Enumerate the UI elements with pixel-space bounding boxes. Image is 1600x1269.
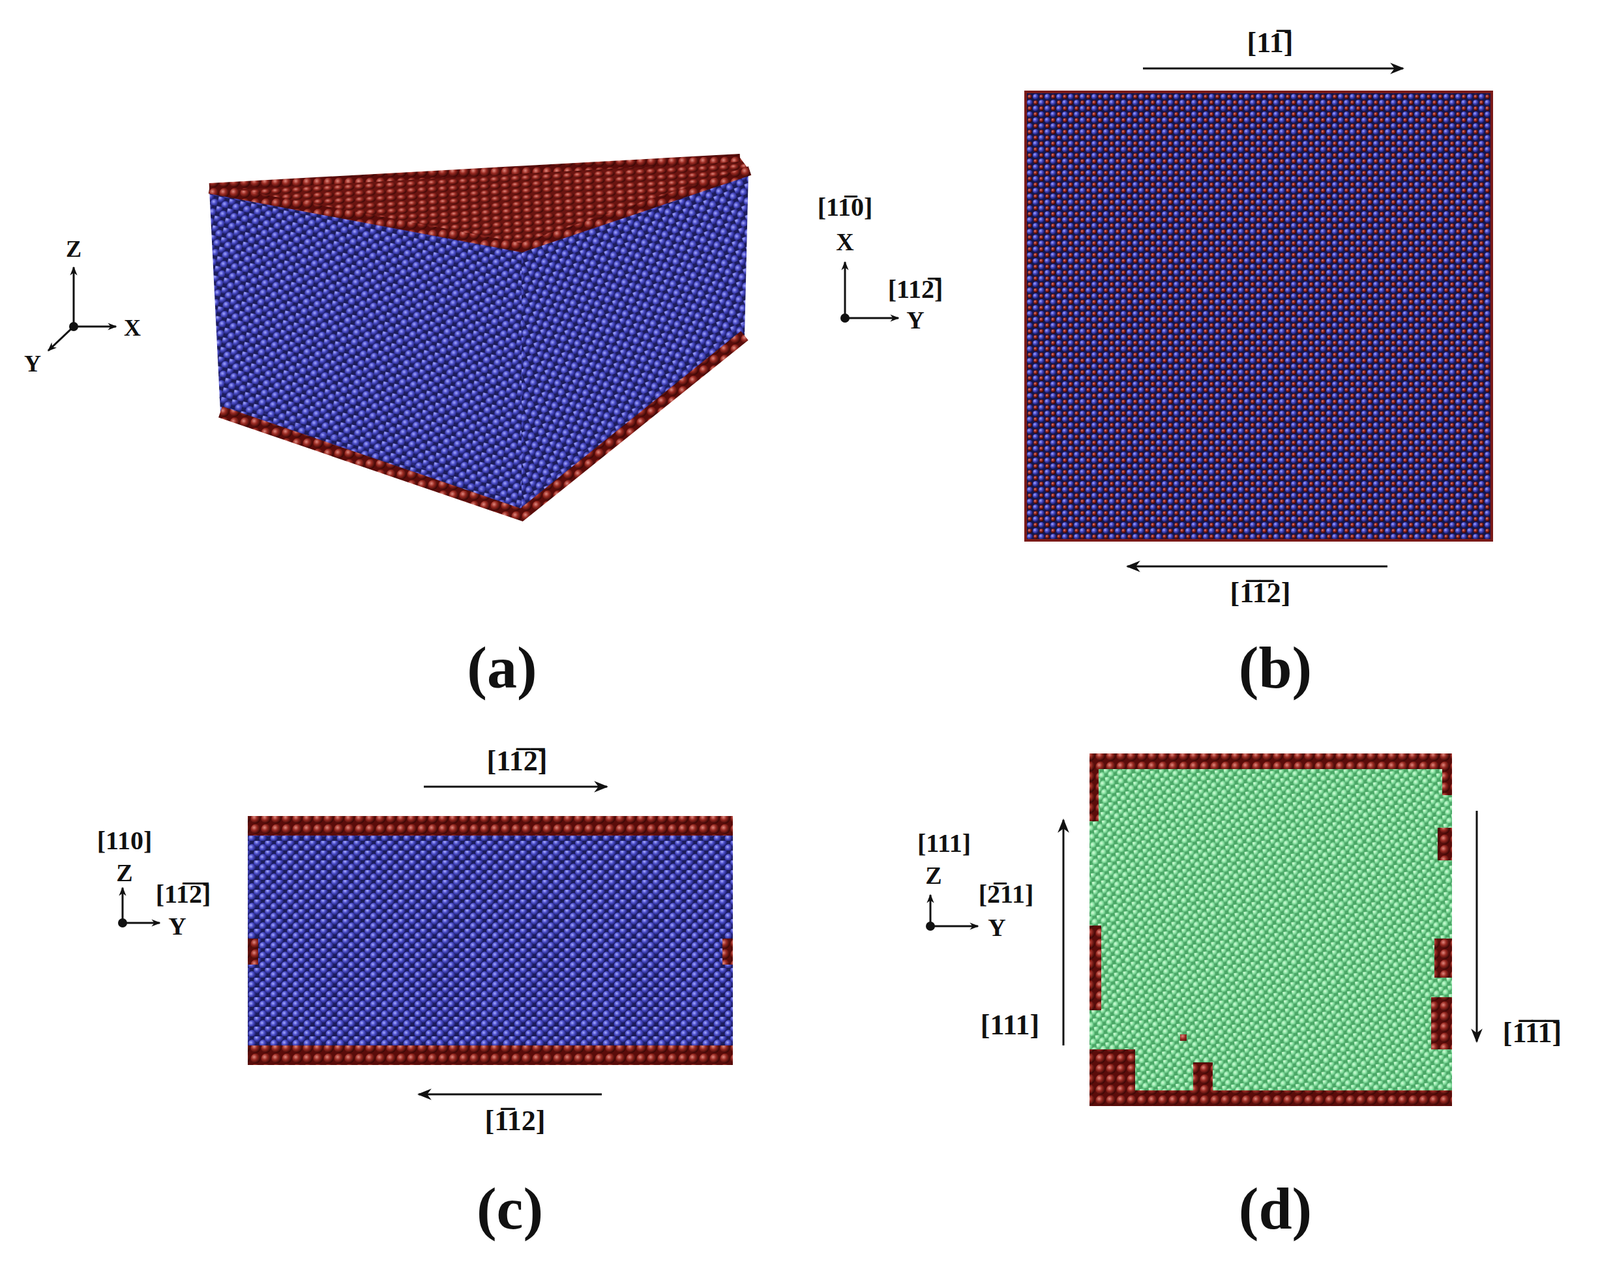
- axis-letter: Z: [116, 857, 133, 890]
- direction-label: [11̅]: [1247, 24, 1294, 62]
- direction-label: [111]: [917, 826, 971, 861]
- axis-pair: [925, 895, 978, 932]
- axis-letter: Y: [24, 348, 42, 380]
- direction-label: [11̅2̅]: [487, 742, 548, 780]
- axis-pair: [118, 888, 160, 928]
- direction-label: [1̅1̅1̅]: [1502, 1014, 1562, 1052]
- panel-letter: (a): [466, 629, 537, 708]
- axis-letter: Y: [168, 910, 186, 943]
- direction-label: [1̅12]: [485, 1102, 546, 1140]
- atom-sheared-view: [1063, 753, 1477, 1107]
- atom-side-view: [247, 786, 733, 1095]
- axis-letter: Z: [925, 859, 942, 892]
- direction-label: [2̅11]: [978, 877, 1034, 912]
- direction-label: [112̅]: [888, 272, 943, 307]
- direction-label: [110]: [97, 824, 152, 859]
- direction-label: [11̅0]: [817, 190, 873, 225]
- direction-label: [11̅2̅]: [155, 877, 211, 912]
- panel-letter: (b): [1238, 629, 1312, 708]
- panel-letter: (c): [476, 1170, 544, 1249]
- axis-letter: X: [835, 226, 854, 259]
- axis-letter: Y: [987, 912, 1006, 945]
- atom-block-3d: [209, 157, 750, 516]
- direction-label: [1̅1̅2]: [1230, 574, 1291, 612]
- panel-letter: (d): [1238, 1170, 1312, 1249]
- axis-triad: [48, 267, 117, 351]
- axis-letter: Z: [65, 234, 82, 265]
- direction-label: [111]: [980, 1006, 1040, 1044]
- axis-letter: Y: [906, 304, 924, 337]
- atom-top-view: [1025, 68, 1492, 567]
- axis-letter: X: [123, 312, 141, 344]
